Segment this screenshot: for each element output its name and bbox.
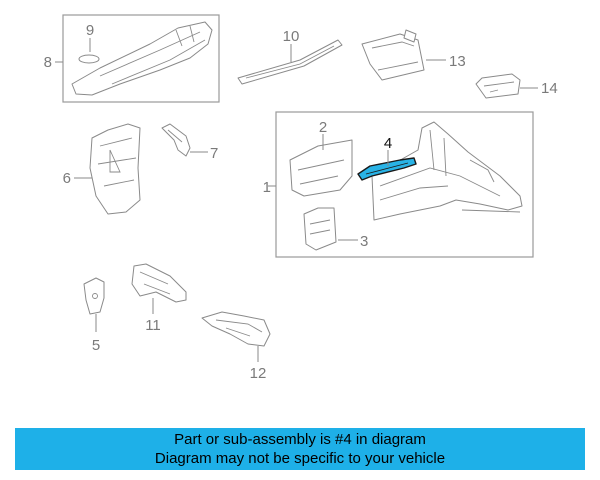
callout-8: 8 (44, 54, 52, 71)
part-9-shape (78, 54, 100, 64)
part-1-shape (371, 121, 523, 221)
callout-4: 4 (384, 135, 392, 152)
parts-diagram: 1 2 3 4 5 6 7 8 9 10 11 12 13 14 (44, 14, 558, 382)
part-5-shape (83, 277, 105, 315)
part-3-shape (303, 207, 337, 251)
part-6-shape (89, 123, 141, 215)
callout-5: 5 (92, 337, 100, 354)
callout-14: 14 (541, 80, 558, 97)
callout-3: 3 (360, 233, 368, 250)
group-box-1-4 (275, 111, 534, 258)
group-box-8-9 (62, 14, 220, 103)
part-7-shape (161, 123, 191, 157)
part-12-shape (201, 311, 271, 347)
part-13-shape (361, 29, 425, 81)
callout-2: 2 (319, 119, 327, 136)
part-2-shape (289, 139, 353, 197)
part-8-shape (71, 21, 213, 96)
callout-11: 11 (145, 317, 161, 334)
callout-labels: 1 2 3 4 5 6 7 8 9 10 11 12 13 14 (44, 22, 558, 382)
banner-line-1: Part or sub-assembly is #4 in diagram (174, 431, 426, 448)
callout-10: 10 (283, 28, 300, 45)
leader-lines (55, 38, 538, 362)
callout-7: 7 (210, 145, 218, 162)
callout-6: 6 (63, 170, 71, 187)
info-banner: Part or sub-assembly is #4 in diagram Di… (15, 428, 585, 470)
banner-line-2: Diagram may not be specific to your vehi… (154, 450, 446, 467)
part-4-highlight (357, 157, 417, 181)
callout-12: 12 (250, 365, 267, 382)
callout-1: 1 (263, 179, 271, 196)
callout-13: 13 (449, 53, 466, 70)
part-11-shape (131, 263, 187, 303)
callout-9: 9 (86, 22, 94, 39)
part-10-shape (237, 39, 343, 85)
part-4-shape (357, 157, 417, 181)
part-14-shape (475, 73, 521, 99)
